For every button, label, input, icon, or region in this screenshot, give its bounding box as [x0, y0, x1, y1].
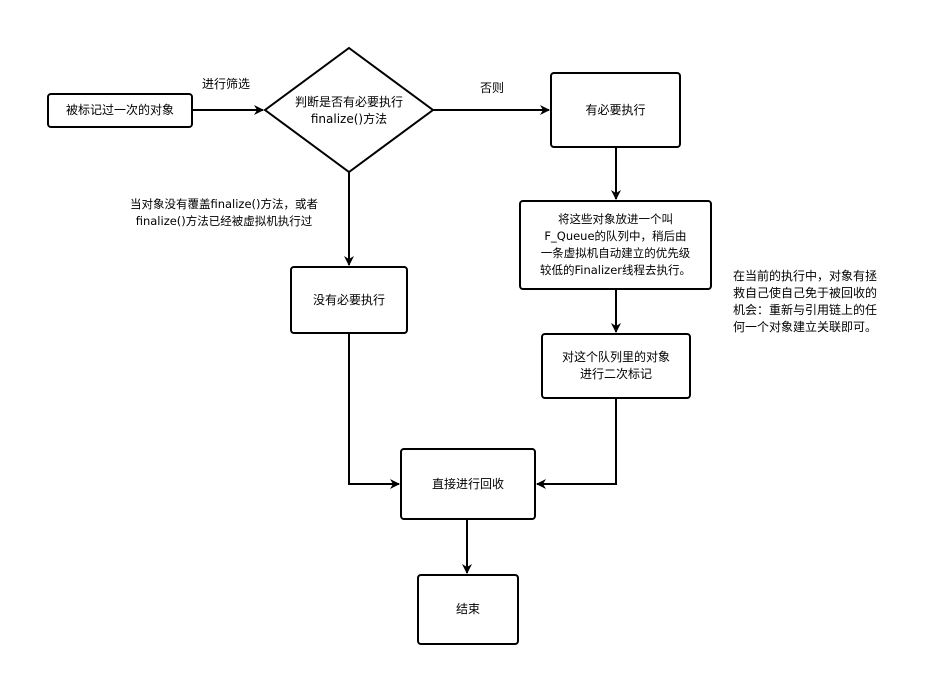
node-second-mark: 对这个队列里的对象 进行二次标记	[541, 333, 691, 399]
node-marked-once: 被标记过一次的对象	[47, 93, 193, 128]
decision-label: 判断是否有必要执行 finalize()方法	[280, 94, 418, 128]
node-recycle-label: 直接进行回收	[431, 476, 504, 491]
side-note-line-4: 何一个对象建立关联即可。	[733, 320, 878, 334]
edge-label-condition-line-2: finalize()方法已经被虚拟机执行过	[135, 214, 313, 228]
node-end: 结束	[417, 574, 519, 645]
node-no-need: 没有必要执行	[290, 266, 408, 334]
edge-label-filter: 进行筛选	[202, 77, 251, 91]
arrow-no-need-to-recycle	[348, 334, 400, 489]
side-note-line-2: 救自己使自己免于被回收的	[733, 286, 878, 300]
node-second-mark-line-1: 对这个队列里的对象	[561, 350, 670, 364]
side-note: 在当前的执行中，对象有拯 救自己使自己免于被回收的 机会：重新与引用链上的任 何…	[733, 268, 877, 336]
decision-label-line-1: 判断是否有必要执行	[294, 95, 403, 109]
node-queue-line-2: F_Queue的队列中，稍后由	[544, 229, 687, 243]
node-queue: 将这些对象放进一个叫 F_Queue的队列中，稍后由 一条虚拟机自动建立的优先级…	[519, 200, 712, 290]
edge-label-condition-line-1: 当对象没有覆盖finalize()方法，或者	[129, 197, 319, 211]
node-no-need-label: 没有必要执行	[312, 292, 385, 307]
edge-label-otherwise: 否则	[480, 81, 505, 95]
edge-label-condition: 当对象没有覆盖finalize()方法，或者 finalize()方法已经被虚拟…	[106, 196, 342, 230]
node-recycle: 直接进行回收	[400, 448, 536, 520]
node-second-mark-line-2: 进行二次标记	[579, 367, 652, 381]
node-queue-line-1: 将这些对象放进一个叫	[557, 212, 673, 226]
node-marked-once-label: 被标记过一次的对象	[65, 103, 174, 117]
node-queue-line-3: 一条虚拟机自动建立的优先级	[540, 246, 691, 260]
arrow-second-mark-to-recycle	[536, 399, 617, 489]
node-must-execute: 有必要执行	[550, 72, 681, 148]
side-note-line-1: 在当前的执行中，对象有拯	[733, 269, 878, 283]
node-queue-line-4: 较低的Finalizer线程去执行。	[539, 263, 692, 277]
decision-label-line-2: finalize()方法	[310, 112, 388, 126]
node-must-execute-label: 有必要执行	[585, 102, 646, 117]
node-end-label: 结束	[455, 602, 480, 616]
side-note-line-3: 机会：重新与引用链上的任	[733, 303, 878, 317]
